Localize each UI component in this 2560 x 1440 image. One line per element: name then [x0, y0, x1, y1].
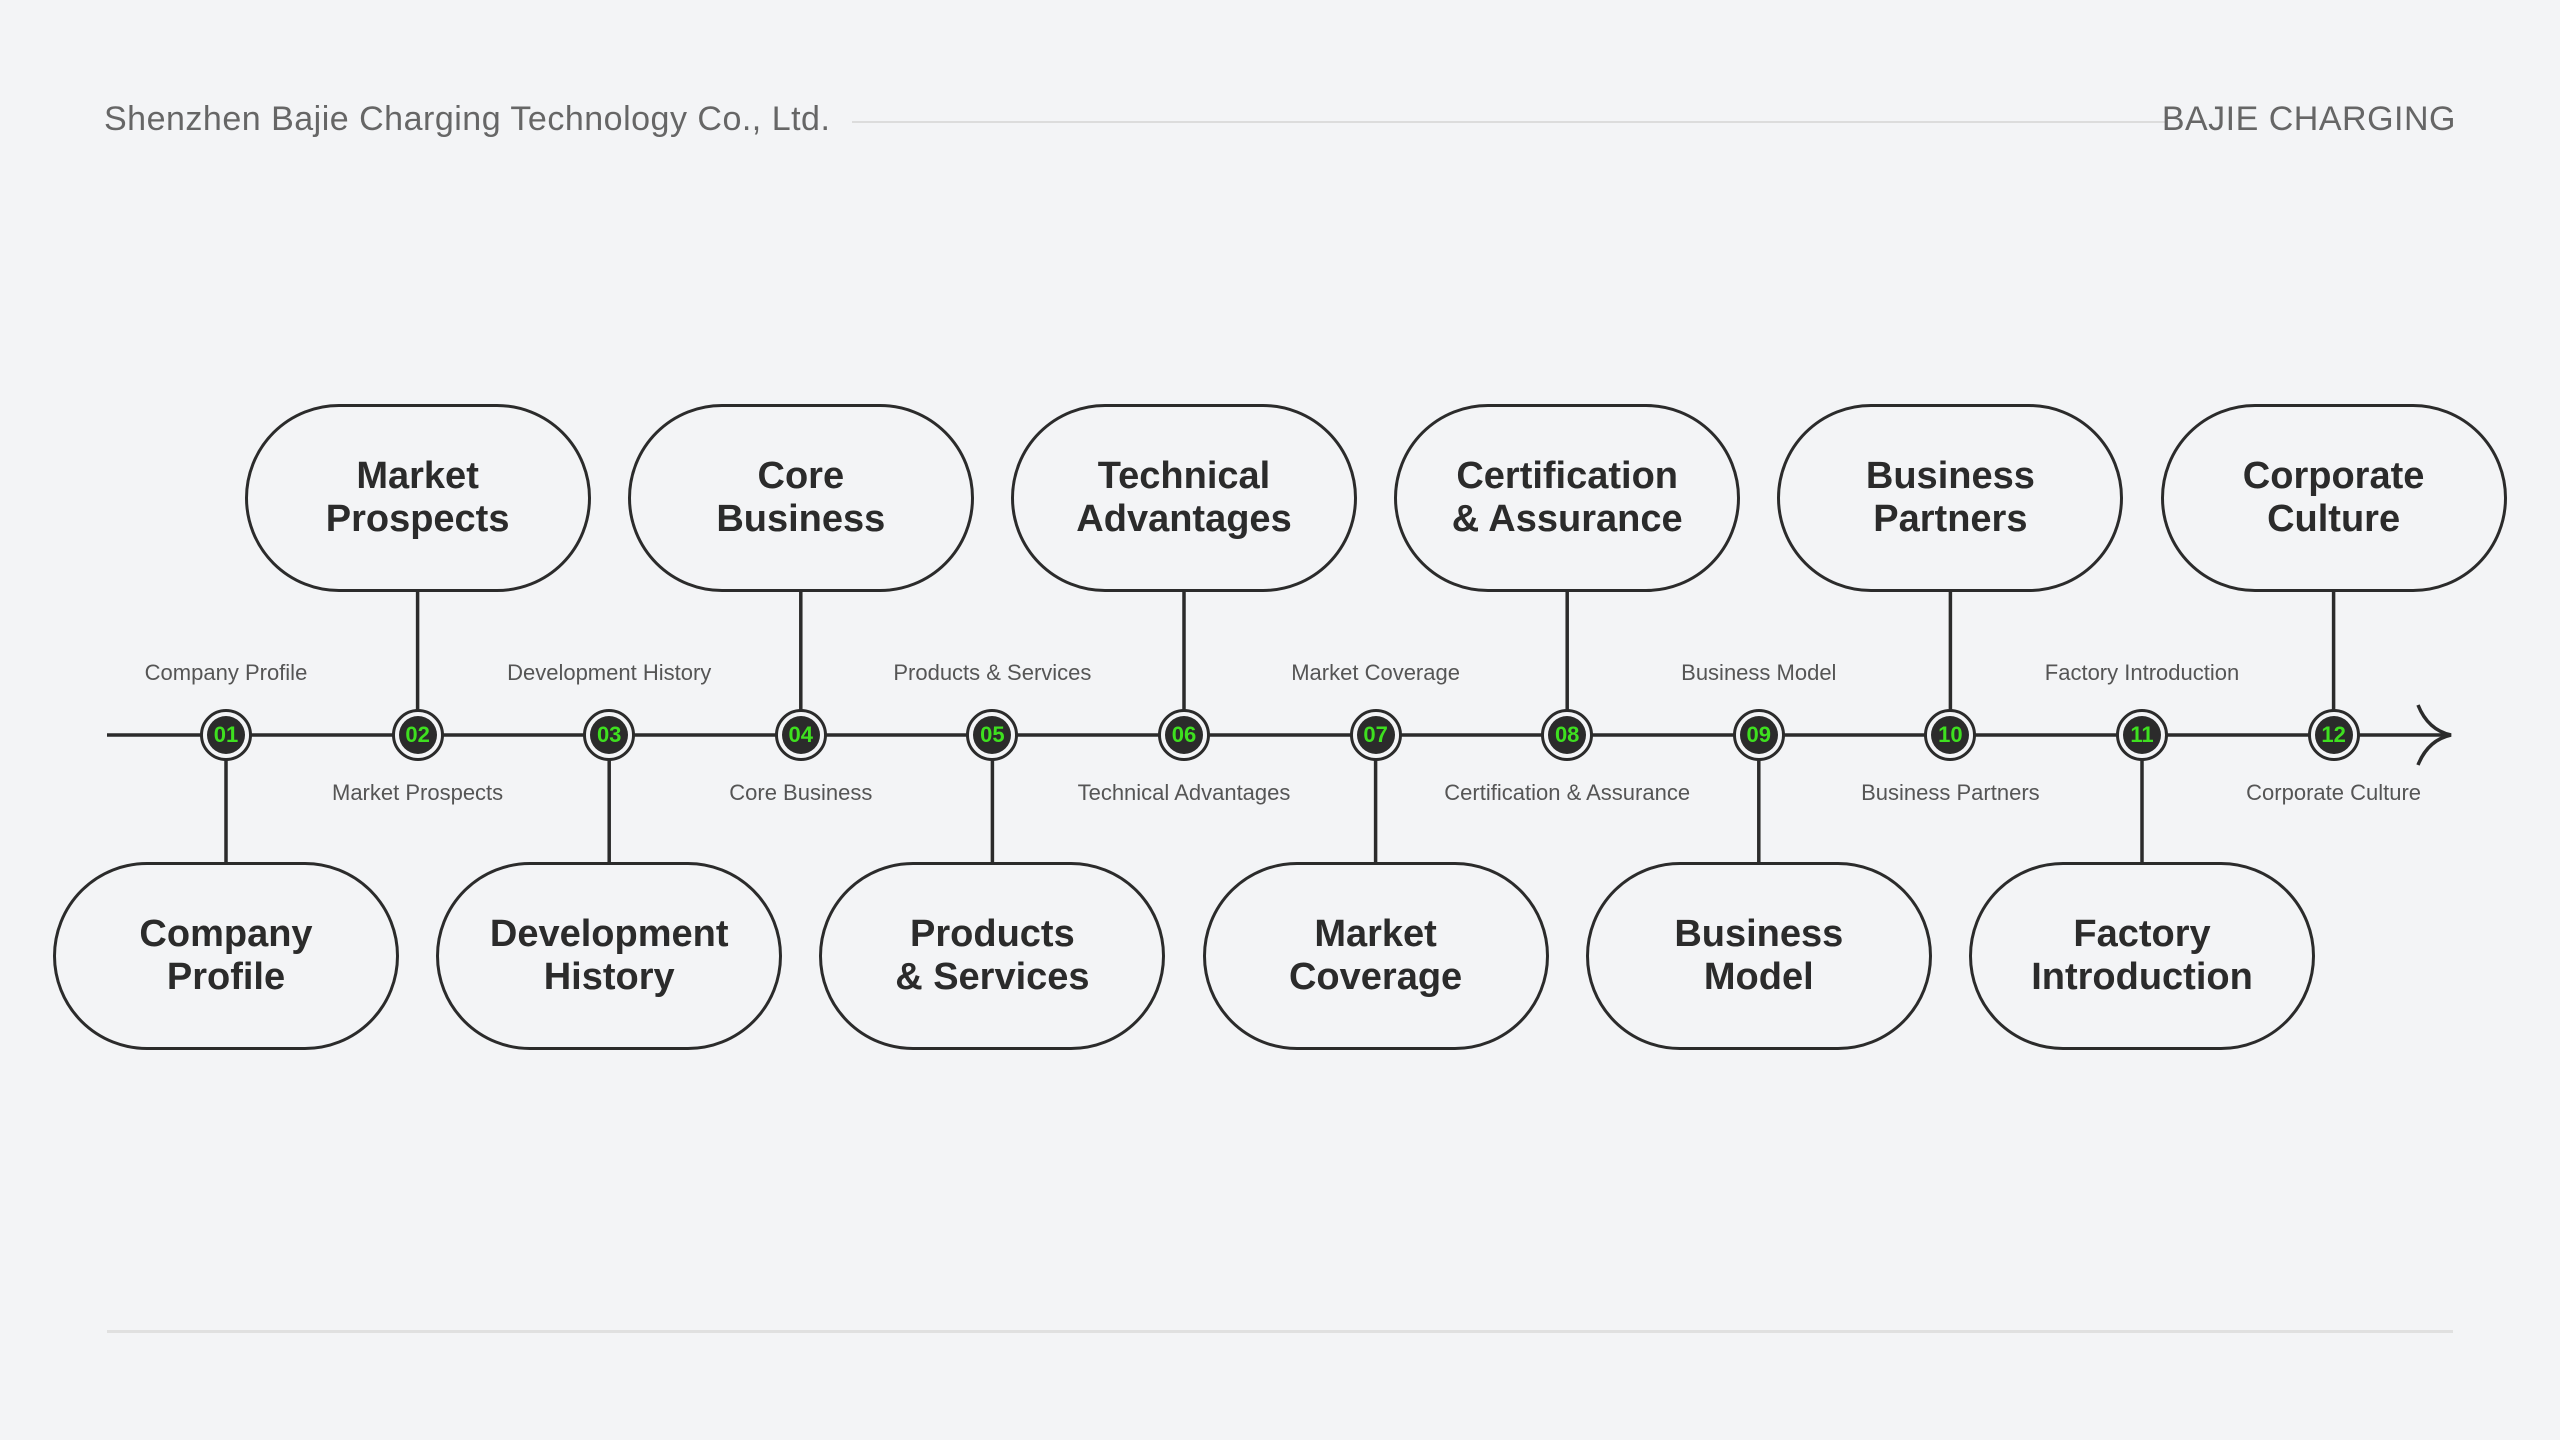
- timeline-item-label: Market Prospects: [332, 780, 504, 805]
- timeline-item-label: Products & Services: [893, 660, 1092, 685]
- timeline-node-number: 05: [973, 716, 1012, 754]
- footer-divider: [107, 1330, 2453, 1333]
- timeline-node-number: 04: [781, 716, 820, 754]
- timeline-arrow-icon: [2416, 704, 2452, 766]
- timeline-node: 06: [1158, 709, 1210, 761]
- timeline-item-title: Core Business: [716, 455, 886, 540]
- timeline-item-title: Factory Introduction: [2031, 913, 2253, 998]
- timeline-item-title: Company Profile: [139, 913, 313, 998]
- timeline-item-box: Market Coverage: [1202, 862, 1549, 1050]
- timeline-node-number: 08: [1548, 716, 1587, 754]
- timeline-node: 08: [1541, 709, 1594, 761]
- timeline-item-title: Technical Advantages: [1076, 455, 1292, 540]
- timeline-item-title: Corporate Culture: [2242, 455, 2425, 540]
- timeline-item-box: Market Prospects: [244, 404, 591, 592]
- timeline-item-box: Core Business: [627, 404, 974, 592]
- header-company-name: Shenzhen Bajie Charging Technology Co., …: [104, 100, 831, 138]
- timeline-item-box: Business Model: [1585, 862, 1932, 1050]
- timeline-node: 04: [774, 709, 827, 761]
- timeline-item-box: Corporate Culture: [2160, 404, 2507, 592]
- timeline-item-title: Business Model: [1674, 913, 1844, 998]
- header-divider: [852, 121, 2168, 123]
- timeline-node-number: 01: [207, 716, 245, 754]
- timeline-item-label: Company Profile: [144, 660, 308, 685]
- timeline-item-label: Technical Advantages: [1077, 780, 1291, 805]
- timeline-node: 10: [1924, 709, 1977, 761]
- header-brand: BAJIE CHARGING: [2161, 100, 2456, 138]
- timeline-node: 07: [1349, 709, 1402, 761]
- timeline-item-box: Certification & Assurance: [1394, 404, 1741, 592]
- timeline-item-box: Factory Introduction: [1969, 862, 2315, 1050]
- timeline-node-number: 09: [1739, 716, 1778, 754]
- timeline-item-label: Corporate Culture: [2246, 780, 2422, 805]
- timeline-node: 11: [2116, 709, 2168, 761]
- timeline-item-label: Market Coverage: [1291, 660, 1460, 685]
- timeline-node-number: 10: [1931, 716, 1970, 754]
- timeline-node: 12: [2307, 709, 2360, 761]
- timeline-item-box: Business Partners: [1777, 404, 2124, 592]
- timeline-node-number: 06: [1165, 716, 1203, 754]
- timeline-item-label: Certification & Assurance: [1444, 780, 1691, 805]
- timeline-node-number: 12: [2314, 716, 2353, 754]
- timeline-item-label: Development History: [507, 660, 712, 685]
- timeline-item-title: Business Partners: [1865, 455, 2035, 540]
- timeline-item-box: Company Profile: [53, 862, 399, 1050]
- timeline-item-title: Market Prospects: [325, 455, 510, 540]
- timeline-node-number: 07: [1356, 716, 1395, 754]
- timeline-node: 02: [391, 709, 444, 761]
- timeline-node: 03: [583, 709, 636, 761]
- timeline-node: 01: [200, 709, 252, 761]
- timeline-item-label: Business Partners: [1861, 780, 2040, 805]
- timeline-node-number: 11: [2123, 716, 2161, 754]
- timeline-item-title: Market Coverage: [1288, 913, 1463, 998]
- timeline-node: 09: [1732, 709, 1785, 761]
- timeline-item-label: Core Business: [729, 780, 873, 805]
- timeline-item-box: Technical Advantages: [1011, 404, 1357, 592]
- timeline-item-title: Certification & Assurance: [1451, 455, 1683, 540]
- timeline-node-number: 02: [398, 716, 437, 754]
- timeline-item-title: Products & Services: [895, 913, 1090, 998]
- timeline-item-box: Development History: [436, 862, 783, 1050]
- timeline-item-label: Factory Introduction: [2044, 660, 2240, 685]
- timeline-node-number: 03: [590, 716, 629, 754]
- timeline-item-box: Products & Services: [819, 862, 1166, 1050]
- timeline-item-title: Development History: [489, 913, 729, 998]
- timeline-node: 05: [966, 709, 1019, 761]
- timeline-item-label: Business Model: [1681, 660, 1837, 685]
